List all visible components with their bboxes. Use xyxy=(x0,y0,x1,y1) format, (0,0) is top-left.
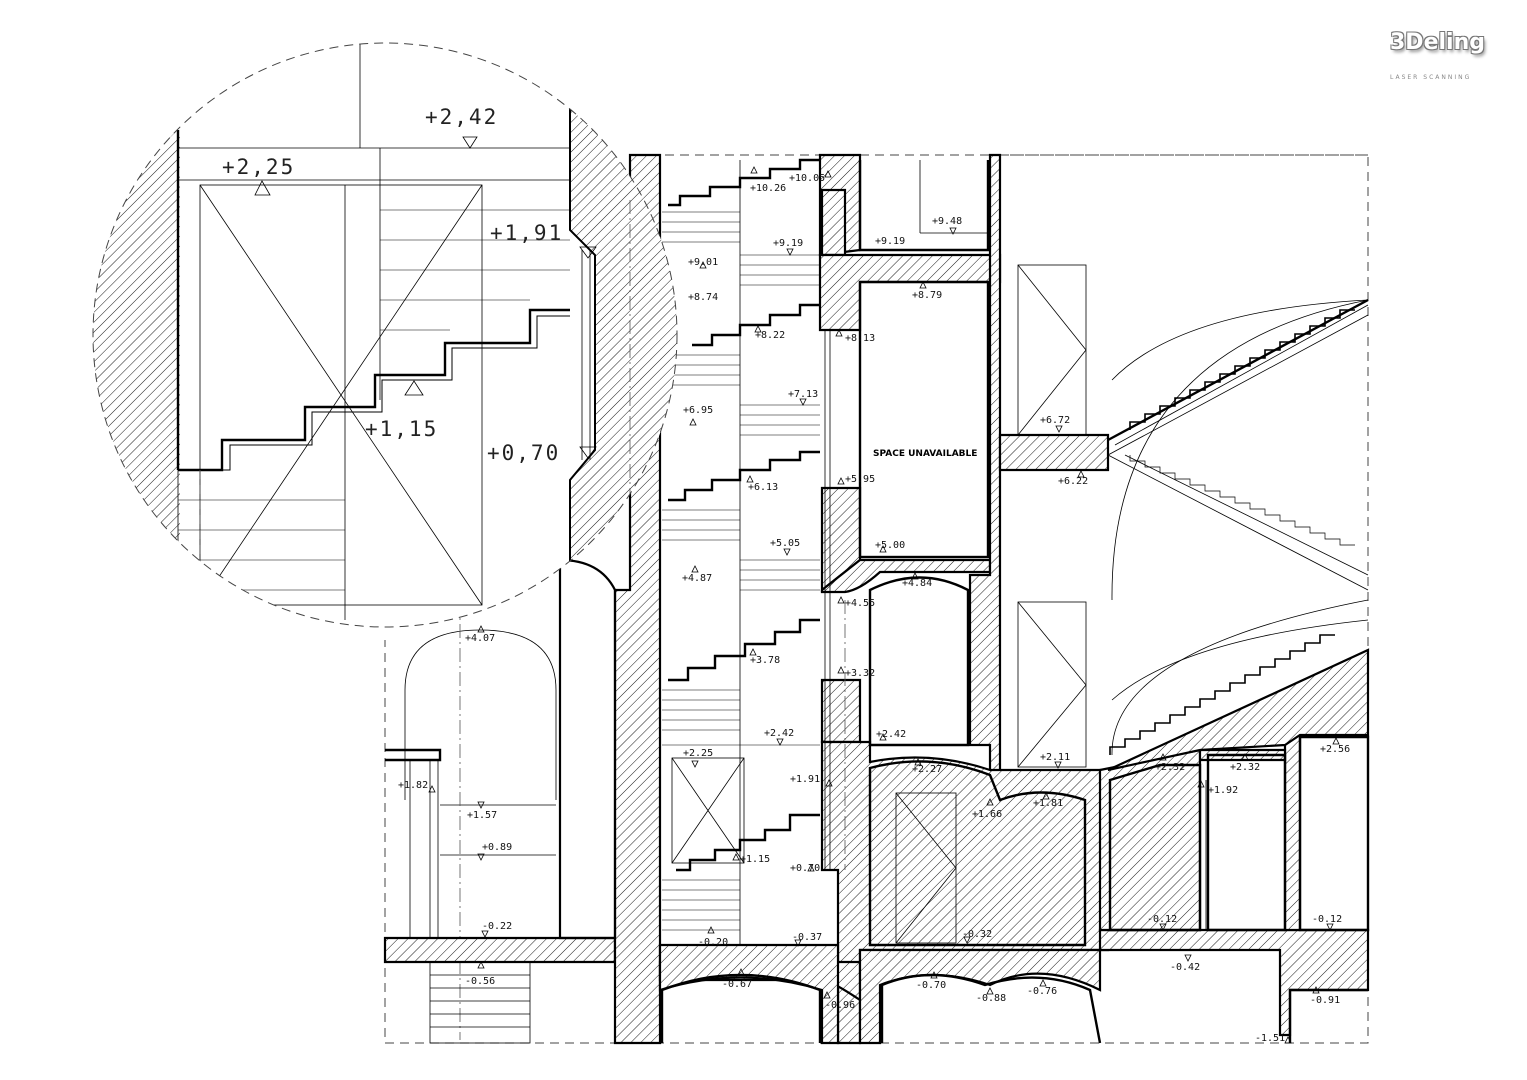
level-label: -0.20 xyxy=(698,937,728,948)
level-label: +0.70 xyxy=(790,863,820,874)
detail-level-markers xyxy=(254,136,597,459)
level-label: +6.95 xyxy=(683,405,713,416)
level-label: -0.42 xyxy=(1170,962,1200,973)
level-label: -0.12 xyxy=(1312,914,1342,925)
brand-logo-text: 3Deling xyxy=(1390,30,1485,55)
level-label: +10.26 xyxy=(750,183,786,194)
level-triangles xyxy=(428,166,1340,1044)
level-label: +8.74 xyxy=(688,292,718,303)
level-label: -0.70 xyxy=(916,980,946,991)
level-label: +2.56 xyxy=(1320,744,1350,755)
level-label: -0.76 xyxy=(1027,986,1057,997)
level-label: -1.51 xyxy=(1255,1033,1285,1044)
detail-level-2-25: +2,25 xyxy=(222,155,295,179)
level-label: +8.79 xyxy=(912,290,942,301)
level-label: +9.48 xyxy=(932,216,962,227)
detail-level-1-91: +1,91 xyxy=(490,221,563,245)
level-label: +1.91 xyxy=(790,774,820,785)
level-label: +5.00 xyxy=(875,540,905,551)
level-label: -0.56 xyxy=(465,976,495,987)
level-label: +6.72 xyxy=(1040,415,1070,426)
detail-level-1-15: +1,15 xyxy=(365,417,438,441)
chamber-outlines xyxy=(660,160,1370,1044)
detail-level-0-70: +0,70 xyxy=(487,441,560,465)
section-frame xyxy=(384,154,1369,1044)
level-label: +9.19 xyxy=(875,236,905,247)
level-label: +9.19 xyxy=(773,238,803,249)
level-label: -0.22 xyxy=(482,921,512,932)
detail-circle: +2,42 +2,25 +1,91 +1,15 +0,70 xyxy=(92,42,678,628)
level-label: +4.87 xyxy=(682,573,712,584)
level-label: +1.66 xyxy=(972,809,1002,820)
level-label: +8.13 xyxy=(845,333,875,344)
lower-left-stair xyxy=(429,961,531,1044)
brand-logo: 3Deling LASER SCANNING xyxy=(1390,30,1502,90)
level-label: +5.05 xyxy=(770,538,800,549)
level-label: +8.22 xyxy=(755,330,785,341)
level-label: +10.05 xyxy=(789,173,825,184)
space-unavailable-label: SPACE UNAVAILABLE xyxy=(873,449,977,459)
level-label: +2.27 xyxy=(912,764,942,775)
brand-tagline: LASER SCANNING xyxy=(1390,74,1472,81)
level-label: -0.91 xyxy=(1310,995,1340,1006)
level-label: +5.95 xyxy=(845,474,875,485)
level-label: +1.81 xyxy=(1033,798,1063,809)
level-label: -0.88 xyxy=(976,993,1006,1004)
level-label: -0.37 xyxy=(792,932,822,943)
level-label: +2.25 xyxy=(683,748,713,759)
level-label: -0.32 xyxy=(962,929,992,940)
left-lower-chamber xyxy=(383,600,617,1044)
level-label: +2.42 xyxy=(876,729,906,740)
level-label: +6.22 xyxy=(1058,476,1088,487)
level-label: +0.89 xyxy=(482,842,512,853)
level-label: +1.92 xyxy=(1208,785,1238,796)
space-unavailable-room xyxy=(858,280,990,559)
level-label: +4.07 xyxy=(465,633,495,644)
level-label: +1.15 xyxy=(740,854,770,865)
level-label: +3.78 xyxy=(750,655,780,666)
level-label: -0.12 xyxy=(1147,914,1177,925)
level-label: +3.32 xyxy=(845,668,875,679)
level-label: +2.32 xyxy=(1230,762,1260,773)
detail-level-2-42: +2,42 xyxy=(425,105,498,129)
openings xyxy=(671,264,1087,944)
right-stairs xyxy=(1107,298,1370,772)
central-stairs xyxy=(662,158,846,945)
level-label: +2.32 xyxy=(1155,762,1185,773)
level-label: +1.82 xyxy=(398,780,428,791)
level-label: +7.13 xyxy=(788,389,818,400)
level-label: -0.96 xyxy=(825,1000,855,1011)
level-label: +6.13 xyxy=(748,482,778,493)
level-label: -0.67 xyxy=(722,979,752,990)
structural-walls xyxy=(558,153,1370,1045)
level-label: +4.84 xyxy=(902,578,932,589)
level-label: +1.57 xyxy=(467,810,497,821)
level-label: +2.42 xyxy=(764,728,794,739)
level-label: +4.55 xyxy=(845,598,875,609)
level-label: +2.11 xyxy=(1040,752,1070,763)
